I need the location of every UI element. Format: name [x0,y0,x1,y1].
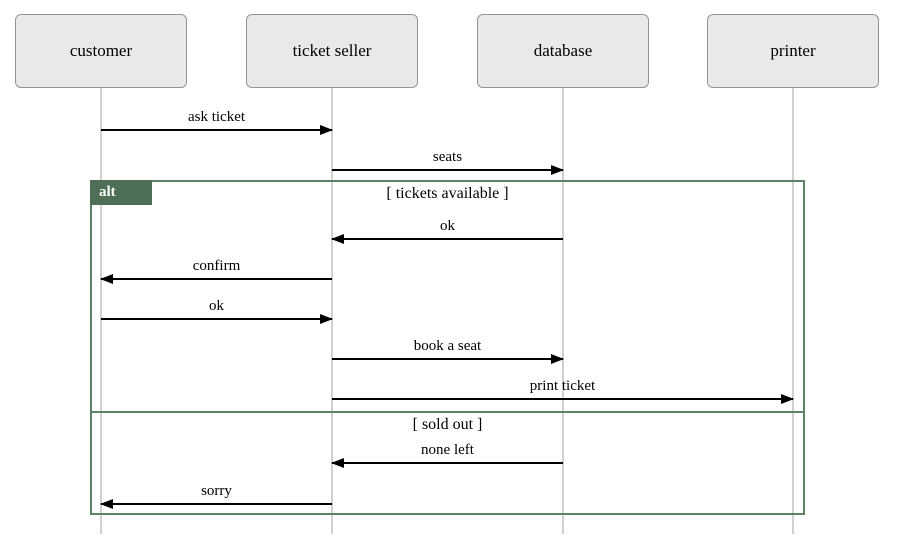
message-arrowhead [100,499,113,509]
message-0-ask-ticket: ask ticket [101,108,333,135]
message-line [332,394,794,404]
guard-tickets-available: [ tickets available ] [386,185,509,202]
message-line [101,125,333,135]
message-line [101,314,333,324]
message-label: book a seat [413,338,482,354]
message-arrowhead [331,458,344,468]
alt-frame [90,180,805,515]
lifeline-customer [100,88,102,534]
message-label: ok [209,298,224,314]
participant-box-ticket_seller: ticket seller [246,14,418,88]
participant-box-printer: printer [707,14,879,88]
message-line [332,165,564,175]
message-1-seats: seats [332,148,564,175]
message-4-ok: ok [101,297,333,324]
participant-label: ticket seller [292,41,372,60]
message-arrowhead [331,234,344,244]
message-2-ok: ok [331,217,563,244]
message-label: none left [421,442,474,458]
message-arrowhead [551,165,564,175]
message-arrowhead [100,274,113,284]
message-arrowhead [551,354,564,364]
message-label: ask ticket [187,109,246,125]
message-3-confirm: confirm [100,257,332,284]
alt-divider [90,411,805,413]
message-arrowhead [320,314,333,324]
message-5-book-a-seat: book a seat [332,337,564,364]
alt-frame-label: alt [90,180,152,205]
lifeline-ticket_seller [331,88,333,534]
message-line [100,274,332,284]
message-label: confirm [192,258,241,274]
lifeline-printer [792,88,794,534]
participant-label: printer [770,41,816,60]
message-label: sorry [201,483,232,499]
participant-box-customer: customer [15,14,187,88]
message-7-none-left: none left [331,441,563,468]
message-label: ok [440,218,455,234]
participant-label: customer [69,41,133,60]
message-line [100,499,332,509]
guard-sold-out: [ sold out ] [412,416,483,433]
message-label: print ticket [529,378,596,394]
message-line [331,234,563,244]
message-8-sorry: sorry [100,482,332,509]
message-arrowhead [781,394,794,404]
participant-label: database [533,41,593,60]
lifeline-database [562,88,564,534]
message-line [331,458,563,468]
participant-box-database: database [477,14,649,88]
message-arrowhead [320,125,333,135]
message-line [332,354,564,364]
message-label: seats [432,149,463,165]
message-6-print-ticket: print ticket [332,377,794,404]
